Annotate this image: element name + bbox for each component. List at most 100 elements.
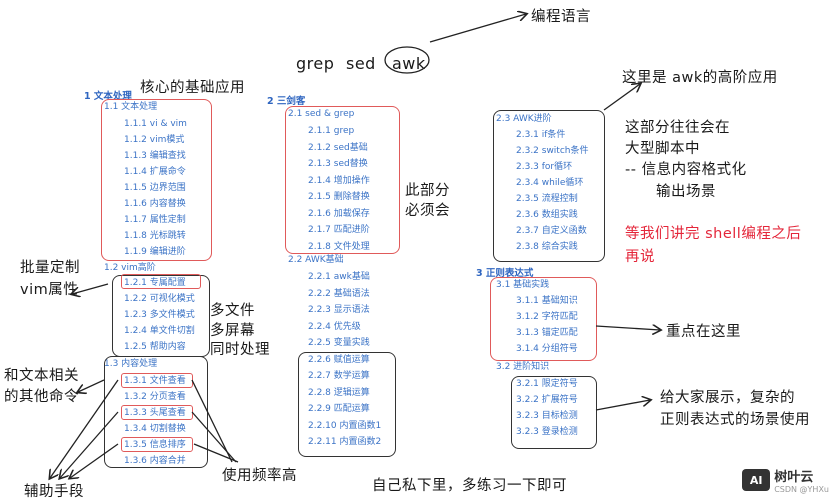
toc-item: 1.3.1 文件查看 xyxy=(124,376,186,386)
section-1-2-heading: 1.2 vim高阶 xyxy=(104,263,156,273)
regex-advanced-box xyxy=(511,376,597,449)
toc-item: 1.3.4 切割替换 xyxy=(124,424,186,434)
highlight-1-2-1 xyxy=(121,274,201,289)
arrow-aux-2 xyxy=(60,411,119,478)
toc-item: 3.1.3 锚定匹配 xyxy=(516,328,578,338)
toc-item: 3.1.2 字符匹配 xyxy=(516,312,578,322)
big-script-note-line4: 输出场景 xyxy=(656,184,716,200)
focus-here-note: 重点在这里 xyxy=(666,324,741,340)
wait-note-line1: 等我们讲完 shell编程之后 xyxy=(625,226,802,242)
toc-item: 1.3.3 头尾查看 xyxy=(124,408,186,418)
toc-item: 2.1.7 匹配进阶 xyxy=(308,225,370,235)
toc-item: 3.2.2 扩展符号 xyxy=(516,395,578,405)
arrow-freq-2 xyxy=(191,411,237,463)
arrow-awk-advanced xyxy=(603,84,640,111)
toc-item: 2.2.9 匹配运算 xyxy=(308,404,370,414)
big-script-note-line3: -- 信息内容格式化 xyxy=(625,162,747,178)
toc-item: 2.2.1 awk基础 xyxy=(308,272,370,282)
toc-item: 2.3.1 if条件 xyxy=(516,130,566,140)
toc-item: 2.2.8 逻辑运算 xyxy=(308,387,370,398)
practice-note: 自己私下里，多练习一下即可 xyxy=(372,478,567,494)
toc-item: 1.2.5 帮助内容 xyxy=(124,342,186,352)
core-basics-box xyxy=(101,99,212,261)
toc-item: 1.1.7 属性定制 xyxy=(124,215,186,225)
toc-item: 1.2.1 专属配置 xyxy=(124,278,186,288)
toc-item: 3.2.3 登录检测 xyxy=(516,427,578,437)
toc-item: 2.1.2 sed基础 xyxy=(308,142,368,153)
multi-file-note-line2: 多屏幕 xyxy=(210,323,255,339)
toc-item: 2.3.4 while循环 xyxy=(516,178,584,188)
show-regex-note-line2: 正则表达式的场景使用 xyxy=(660,412,810,428)
toc-item: 2.1.1 grep xyxy=(308,126,355,136)
toc-item: 1.2.3 多文件模式 xyxy=(124,310,195,320)
high-frequency-note: 使用频率高 xyxy=(222,468,297,484)
batch-customize-note-line2: vim属性 xyxy=(20,282,79,298)
section-2-3-heading: 2.3 AWK进阶 xyxy=(496,114,552,124)
arrow-freq-3 xyxy=(193,443,239,463)
toc-item: 2.1.3 sed替换 xyxy=(308,159,368,169)
section-2-2-heading: 2.2 AWK基础 xyxy=(288,255,344,265)
arrow-freq-1 xyxy=(191,379,233,463)
toc-item: 2.1.5 删除替换 xyxy=(308,192,370,202)
section-1-3-heading: 1.3 内容处理 xyxy=(104,359,158,369)
toc-item: 2.3.7 自定义函数 xyxy=(516,226,587,236)
toc-item: 1.1.3 编辑查找 xyxy=(124,151,186,161)
toc-item: 2.3.6 数组实践 xyxy=(516,210,578,220)
section-3-1-heading: 3.1 基础实践 xyxy=(496,280,550,290)
watermark: AI 树叶云 CSDN @YHXu xyxy=(742,466,829,494)
awk-label: awk xyxy=(392,54,426,73)
sed-label: sed xyxy=(346,54,376,73)
toc-item: 1.1.9 编辑进阶 xyxy=(124,247,186,257)
awk-circle xyxy=(384,46,430,74)
toc-item: 2.2.3 显示语法 xyxy=(308,305,370,315)
toc-item: 2.2.2 基础语法 xyxy=(308,288,370,299)
toc-item: 1.1.1 vi & vim xyxy=(124,119,187,129)
toc-item: 1.1.8 光标跳转 xyxy=(124,231,186,241)
show-regex-note-line1: 给大家展示，复杂的 xyxy=(660,390,795,406)
watermark-name: 树叶云 xyxy=(774,470,814,485)
toc-item: 1.1.4 扩展命令 xyxy=(124,167,186,177)
toc-item: 2.3.5 流程控制 xyxy=(516,194,578,204)
toc-item: 2.2.10 内置函数1 xyxy=(308,420,382,431)
toc-item: 1.3.5 信息排序 xyxy=(124,440,186,450)
section-2-title: 2 三剑客 xyxy=(267,96,306,107)
must-know-note-line2: 必须会 xyxy=(405,203,450,219)
toc-item: 2.3.8 综合实践 xyxy=(516,242,578,252)
toc-item: 2.3.2 switch条件 xyxy=(516,146,589,156)
toc-item: 1.1.5 边界范围 xyxy=(124,183,186,193)
batch-customize-note-line1: 批量定制 xyxy=(20,260,80,276)
toc-item: 2.1.6 加载保存 xyxy=(308,208,370,219)
arrow-aux-3 xyxy=(70,443,119,478)
toc-item: 2.1.8 文件处理 xyxy=(308,241,370,252)
toc-item: 2.2.6 赋值运算 xyxy=(308,354,370,365)
text-related-note-line2: 的其他命令 xyxy=(4,389,79,405)
section-3-title: 3 正则表达式 xyxy=(476,268,534,279)
multi-file-note-line1: 多文件 xyxy=(210,303,255,319)
arrow-aux-1 xyxy=(50,379,119,478)
section-1-title: 1 文本处理 xyxy=(84,91,132,102)
grep-label: grep xyxy=(296,54,335,73)
big-script-note-line1: 这部分往往会在 xyxy=(625,120,730,136)
regex-basics-box xyxy=(490,277,597,361)
auxiliary-note: 辅助手段 xyxy=(24,484,84,500)
arrow-focus xyxy=(595,326,660,330)
toc-item: 3.2.1 限定符号 xyxy=(516,379,578,389)
section-1-1-heading: 1.1 文本处理 xyxy=(104,102,158,112)
toc-item: 2.2.4 优先级 xyxy=(308,321,361,332)
section-2-1-heading: 2.1 sed & grep xyxy=(288,109,355,119)
toc-item: 1.2.4 单文件切割 xyxy=(124,326,195,336)
must-know-note-line1: 此部分 xyxy=(405,183,450,199)
toc-item: 3.1.1 基础知识 xyxy=(516,296,578,306)
text-related-note-line1: 和文本相关 xyxy=(4,368,79,384)
awk-operations-box xyxy=(298,352,396,457)
toc-item: 1.3.6 内容合并 xyxy=(124,456,186,466)
awk-advanced-box xyxy=(493,110,605,262)
watermark-credit: CSDN @YHXu xyxy=(774,485,829,494)
programming-language-note: 编程语言 xyxy=(531,9,591,25)
big-script-note-line2: 大型脚本中 xyxy=(625,141,700,157)
highlight-1-3-5 xyxy=(121,437,193,452)
toc-item: 2.2.5 变量实践 xyxy=(308,338,370,348)
multi-file-note-line3: 同时处理 xyxy=(210,342,270,358)
toc-item: 2.3.3 for循环 xyxy=(516,162,573,172)
